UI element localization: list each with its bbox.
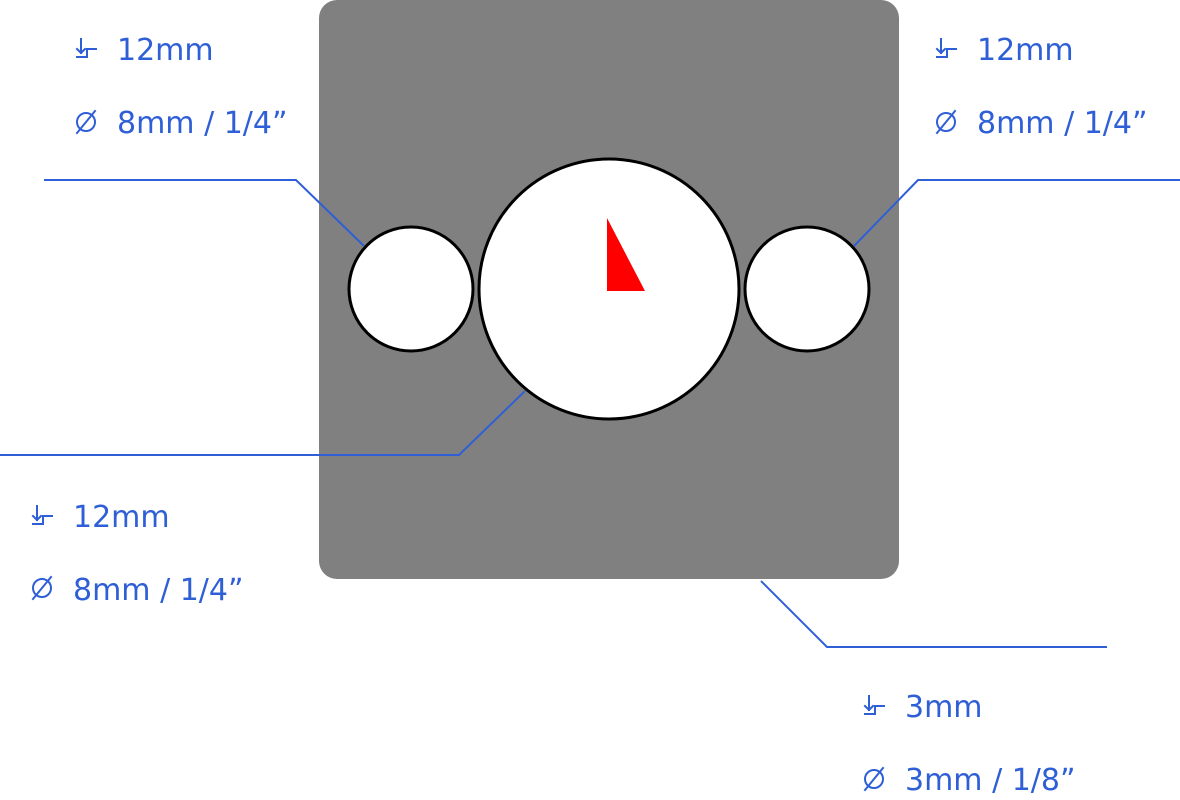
leader-line-center-hole: [0, 390, 526, 456]
depth-icon: [864, 695, 885, 715]
depth-icon: [76, 38, 97, 58]
diameter-icon: [936, 110, 956, 134]
annotation-right-hole: 12mm 8mm / 1/4”: [936, 33, 1148, 141]
annotation-center-hole: 12mm 8mm / 1/4”: [32, 500, 244, 608]
diameter-icon: [32, 576, 52, 600]
depth-icon: [936, 38, 957, 58]
right-hole-depth-label: 12mm: [977, 33, 1074, 68]
left-hole: [347, 225, 475, 353]
plate-diameter-label: 3mm / 1/8”: [905, 763, 1076, 798]
left-hole-depth-label: 12mm: [117, 33, 214, 68]
right-hole-diameter-label: 8mm / 1/4”: [977, 106, 1148, 141]
leader-line-plate: [760, 580, 1107, 648]
leader-line-left-hole: [44, 179, 365, 247]
left-hole-diameter-label: 8mm / 1/4”: [117, 106, 288, 141]
center-hole-depth-label: 12mm: [73, 500, 170, 535]
depth-icon: [32, 505, 53, 525]
leader-line-right-hole: [853, 179, 1180, 247]
plate-depth-label: 3mm: [905, 690, 983, 725]
diameter-icon: [864, 767, 884, 791]
orientation-marker: [607, 218, 645, 291]
center-hole-diameter-label: 8mm / 1/4”: [73, 573, 244, 608]
annotation-plate: 3mm 3mm / 1/8”: [864, 690, 1076, 798]
annotation-left-hole: 12mm 8mm / 1/4”: [76, 33, 288, 141]
right-hole: [743, 225, 871, 353]
diameter-icon: [76, 110, 96, 134]
